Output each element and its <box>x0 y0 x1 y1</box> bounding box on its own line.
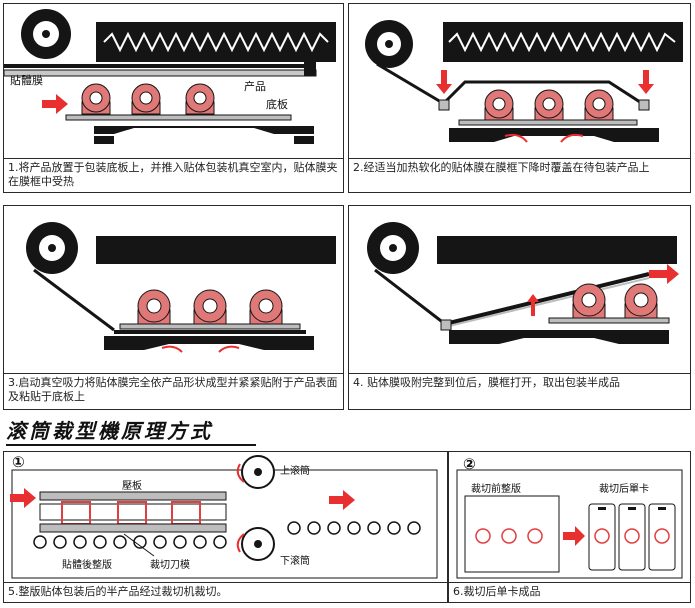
cutting-machine-panel: ① 壓板 上滚筒 下滚筒 貼體後整版 裁切刀模 5.整版贴体包装后的半产品经过裁… <box>3 451 448 603</box>
title-underline <box>6 444 256 446</box>
step-5-caption: 5.整版贴体包装后的半产品经过裁切机裁切。 <box>4 582 447 602</box>
step-1-illustration <box>4 9 336 144</box>
before-cut-label: 裁切前整版 <box>471 484 521 495</box>
step-2-caption: 2.经适当加热软化的贴体膜在膜框下降时覆盖在待包装产品上 <box>349 158 690 192</box>
step-3-panel: 3.启动真空吸力将贴体膜完全依产品形状成型并紧紧贴附于产品表面及粘贴于底板上 <box>3 205 344 410</box>
step-3-caption: 3.启动真空吸力将贴体膜完全依产品形状成型并紧紧贴附于产品表面及粘贴于底板上 <box>4 373 343 409</box>
step-2-illustration <box>365 20 683 143</box>
base-label: 底板 <box>266 98 288 111</box>
product-label: 产品 <box>244 80 266 93</box>
step-4-caption: 4. 贴体膜吸附完整到位后，膜框打开，取出包装半成品 <box>349 373 690 409</box>
film-label: 貼體膜 <box>10 74 43 87</box>
step-4-illustration <box>367 222 679 344</box>
board-label: 貼體後整版 <box>62 560 112 571</box>
lower-roller-label: 下滚筒 <box>280 556 310 567</box>
step-4-panel: 4. 贴体膜吸附完整到位后，膜框打开，取出包装半成品 <box>348 205 691 410</box>
step-1-caption: 1.将产品放置于包装底板上，并推入贴体包装机真空室内，贴体膜夹在膜框中受热 <box>4 158 343 192</box>
single-card-panel: ② 裁切前整版 裁切后單卡 6.裁切后单卡成品 <box>448 451 691 603</box>
product-row <box>81 83 215 115</box>
roller-cutting-illustration <box>10 455 438 579</box>
diagram-number-2: ② <box>463 455 476 473</box>
step-1-panel: 貼體膜 产品 底板 1.将产品放置于包装底板上，并推入贴体包装机真空室内，贴体膜… <box>3 3 344 193</box>
diagram-number-1: ① <box>12 453 25 471</box>
step-6-caption: 6.裁切后单卡成品 <box>449 582 690 602</box>
upper-roller-label: 上滚筒 <box>280 466 310 477</box>
step-3-illustration <box>26 222 336 353</box>
section-title: 滚筒裁型機原理方式 <box>6 419 213 443</box>
single-card-illustration <box>456 469 683 579</box>
press-plate-label: 壓板 <box>122 481 142 492</box>
after-cut-label: 裁切后單卡 <box>599 484 649 495</box>
cutter-label: 裁切刀模 <box>150 560 190 571</box>
step-2-panel: 2.经适当加热软化的贴体膜在膜框下降时覆盖在待包装产品上 <box>348 3 691 193</box>
